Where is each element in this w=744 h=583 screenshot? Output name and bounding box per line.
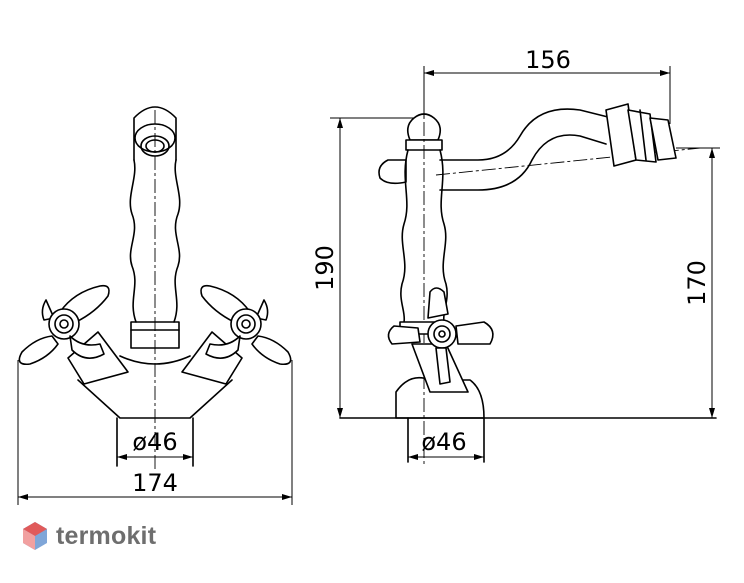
side-diameter-dimension: ø46 <box>408 428 484 460</box>
spout-reach-label: 156 <box>525 46 571 74</box>
outlet-height-label: 170 <box>683 260 711 306</box>
total-height-label: 190 <box>311 245 339 291</box>
front-diameter-label: ø46 <box>132 428 177 456</box>
front-width-dimension: 174 <box>17 360 293 505</box>
brand-name: termokit <box>56 521 157 550</box>
brand-logo: termokit <box>22 521 156 551</box>
front-width-label: 174 <box>132 469 178 497</box>
front-diameter-dimension: ø46 <box>117 428 193 460</box>
hexagon-logo-icon <box>23 522 47 550</box>
total-height-dimension: 190 <box>311 117 414 418</box>
side-diameter-label: ø46 <box>421 428 466 456</box>
outlet-height-dimension: 170 <box>676 147 720 418</box>
side-view: 156 190 170 ø46 <box>311 46 720 466</box>
spout-reach-dimension: 156 <box>423 46 671 124</box>
front-view: ø46 174 <box>17 106 293 505</box>
